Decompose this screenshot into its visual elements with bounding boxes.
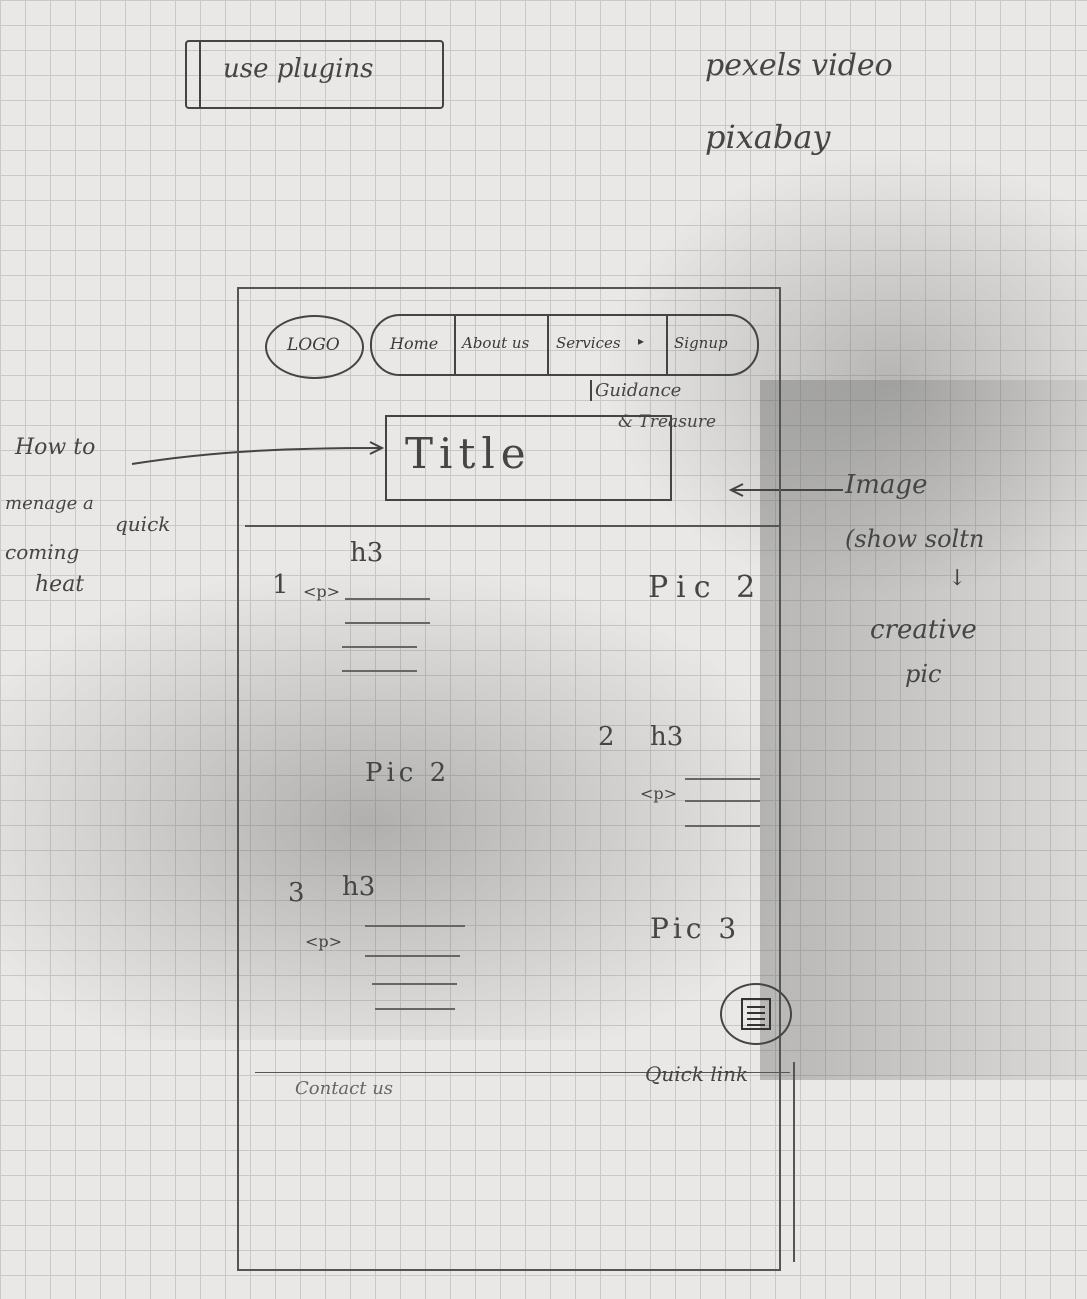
nav-services[interactable]: Services xyxy=(556,334,621,352)
text-line xyxy=(342,670,417,672)
hero-title-box: Title xyxy=(385,415,672,501)
quick-link-button[interactable] xyxy=(720,983,792,1045)
section-2-h3: h3 xyxy=(650,722,684,752)
section-1-p: <p> xyxy=(303,582,341,601)
text-line xyxy=(365,925,465,927)
image-note-2: (show soltn xyxy=(845,525,985,553)
nav-divider xyxy=(454,316,456,374)
section-3-p: <p> xyxy=(305,932,343,951)
section-1-pic: Pic 2 xyxy=(648,570,764,605)
section-1-h3: h3 xyxy=(350,538,384,568)
plugins-note: use plugins xyxy=(223,54,374,84)
text-line xyxy=(345,622,430,624)
text-line xyxy=(685,800,760,802)
arrow-to-hero-icon xyxy=(728,483,843,497)
hero-divider xyxy=(245,525,780,527)
footer-quick-link[interactable]: Quick link xyxy=(645,1062,749,1086)
text-line xyxy=(342,646,417,648)
nav-home[interactable]: Home xyxy=(390,334,439,353)
services-dropdown-icon: ▸ xyxy=(638,334,645,348)
logo[interactable]: LOGO xyxy=(265,315,364,379)
nav-divider xyxy=(547,316,549,374)
pixabay-note: pixabay xyxy=(705,118,831,156)
down-arrow-icon: ↓ xyxy=(948,566,967,591)
arrow-to-title-icon xyxy=(131,441,385,465)
how-to-note-4: coming xyxy=(5,540,80,564)
text-line xyxy=(685,825,760,827)
footer-line xyxy=(793,1062,795,1262)
section-2-pic: Pic 2 xyxy=(365,758,451,788)
section-2-p: <p> xyxy=(640,784,678,803)
section-3-pic: Pic 3 xyxy=(650,912,741,945)
hero-title: Title xyxy=(405,429,532,478)
logo-text: LOGO xyxy=(287,335,340,355)
image-note-3: creative xyxy=(870,615,977,645)
footer-contact-link[interactable]: Contact us xyxy=(295,1078,394,1099)
text-line xyxy=(685,778,760,780)
plugins-box-inner-edge xyxy=(199,42,201,107)
nav-bar: Home About us Services ▸ Signup xyxy=(370,314,759,376)
how-to-note-1: How to xyxy=(15,435,96,460)
section-3-h3: h3 xyxy=(342,872,376,902)
text-line xyxy=(372,983,457,985)
section-3-number: 3 xyxy=(288,878,305,908)
nav-divider xyxy=(666,316,668,374)
nav-signup[interactable]: Signup xyxy=(674,334,728,352)
text-line xyxy=(345,598,430,600)
dropdown-item-guidance[interactable]: Guidance xyxy=(590,380,681,401)
wireframe-page xyxy=(237,287,781,1271)
how-to-note-2: menage a xyxy=(5,493,94,514)
image-note-4: pic xyxy=(905,660,942,688)
nav-about[interactable]: About us xyxy=(462,334,530,352)
how-to-note-3: quick xyxy=(115,512,171,536)
section-2-number: 2 xyxy=(598,722,615,752)
pexels-note: pexels video xyxy=(705,48,893,83)
image-note-1: Image xyxy=(845,470,928,500)
how-to-note-5: heat xyxy=(35,572,85,597)
document-icon xyxy=(741,998,771,1030)
section-1-number: 1 xyxy=(272,570,289,600)
footer-divider xyxy=(255,1072,790,1073)
dropdown-item-treasure[interactable]: & Treasure xyxy=(618,412,717,432)
text-line xyxy=(375,1008,455,1010)
plugins-box: use plugins xyxy=(185,40,444,109)
text-line xyxy=(365,955,460,957)
